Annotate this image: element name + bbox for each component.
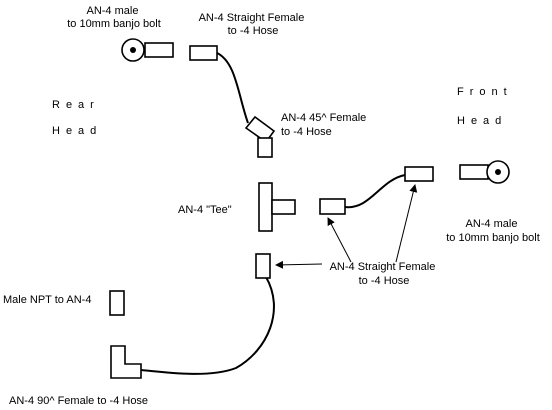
front-hose bbox=[344, 174, 406, 209]
npt-fitting bbox=[109, 290, 125, 316]
rear-straight-fitting bbox=[189, 45, 218, 61]
arrow-to-lower-straight bbox=[275, 260, 323, 269]
fitting-45 bbox=[244, 115, 276, 158]
arrow-to-front-straight-left bbox=[327, 217, 352, 263]
fitting-45-label: AN-4 45^ Female to -4 Hose bbox=[281, 112, 369, 138]
rear-banjo-label: AN-4 male to 10mm banjo bolt bbox=[67, 5, 161, 30]
rear-hose bbox=[216, 52, 249, 124]
tee-label: AN-4 "Tee" bbox=[178, 204, 232, 216]
fitting-90-label: AN-4 90^ Female to -4 Hose bbox=[9, 395, 148, 407]
arrow-to-front-straight-right bbox=[395, 184, 418, 263]
rear-straight-label: AN-4 Straight Female to -4 Hose bbox=[199, 12, 308, 37]
tee-fitting bbox=[258, 182, 296, 232]
rear-head-label: Rear Head bbox=[52, 99, 109, 137]
straight-lower-label: AN-4 Straight Female to -4 Hose bbox=[330, 261, 439, 287]
front-straight-fitting-left bbox=[319, 198, 346, 215]
lower-straight-fitting bbox=[255, 253, 271, 279]
fitting-90 bbox=[110, 345, 142, 379]
rear-banjo-fitting bbox=[121, 38, 174, 62]
front-banjo-label: AN-4 male to 10mm banjo bolt bbox=[446, 218, 540, 244]
front-head-label: Front Head bbox=[457, 86, 522, 127]
lower-hose bbox=[140, 276, 275, 375]
front-banjo-fitting bbox=[459, 160, 510, 184]
front-straight-fitting-right bbox=[404, 166, 434, 182]
npt-label: Male NPT to AN-4 bbox=[3, 294, 91, 306]
